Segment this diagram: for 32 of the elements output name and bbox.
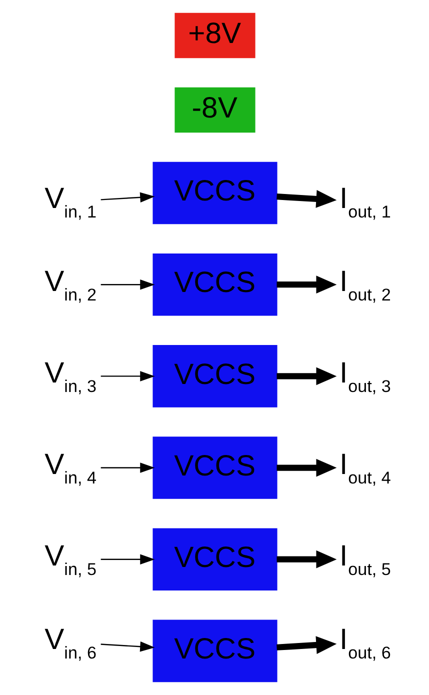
node-text: V$_{in, 3}$ xyxy=(44,356,96,396)
arrow xyxy=(276,367,336,386)
node-box: VCCS xyxy=(152,253,277,316)
node-text: I$_{out, 1}$ xyxy=(339,182,390,222)
node-text: I$_{out, 6}$ xyxy=(339,622,390,662)
arrow xyxy=(100,554,154,564)
node-text: I$_{out, 3}$ xyxy=(339,356,390,396)
node-box: -8V xyxy=(174,87,255,133)
node-text: I$_{out, 2}$ xyxy=(339,264,390,304)
arrow xyxy=(276,276,336,294)
node-text: V$_{in, 6}$ xyxy=(44,622,96,662)
arrow xyxy=(276,190,336,208)
node-text: I$_{out, 4}$ xyxy=(339,448,390,488)
arrow xyxy=(100,371,154,382)
node-text: I$_{out, 5}$ xyxy=(339,540,390,580)
node-box: VCCS xyxy=(152,620,277,682)
node-box: VCCS xyxy=(152,162,277,224)
node-box: +8V xyxy=(174,12,255,58)
arrow xyxy=(276,636,336,654)
node-text: V$_{in, 2}$ xyxy=(44,264,96,304)
node-text: V$_{in, 1}$ xyxy=(44,182,96,222)
node-box: VCCS xyxy=(152,436,277,499)
arrow xyxy=(100,641,154,652)
node-text: V$_{in, 5}$ xyxy=(44,540,96,580)
arrow xyxy=(100,279,154,290)
arrow xyxy=(276,458,336,477)
arrow xyxy=(276,550,336,568)
node-box: VCCS xyxy=(152,528,277,590)
arrow xyxy=(100,462,154,473)
arrow xyxy=(100,192,154,202)
node-box: VCCS xyxy=(152,345,277,408)
node-text: V$_{in, 4}$ xyxy=(44,448,96,488)
